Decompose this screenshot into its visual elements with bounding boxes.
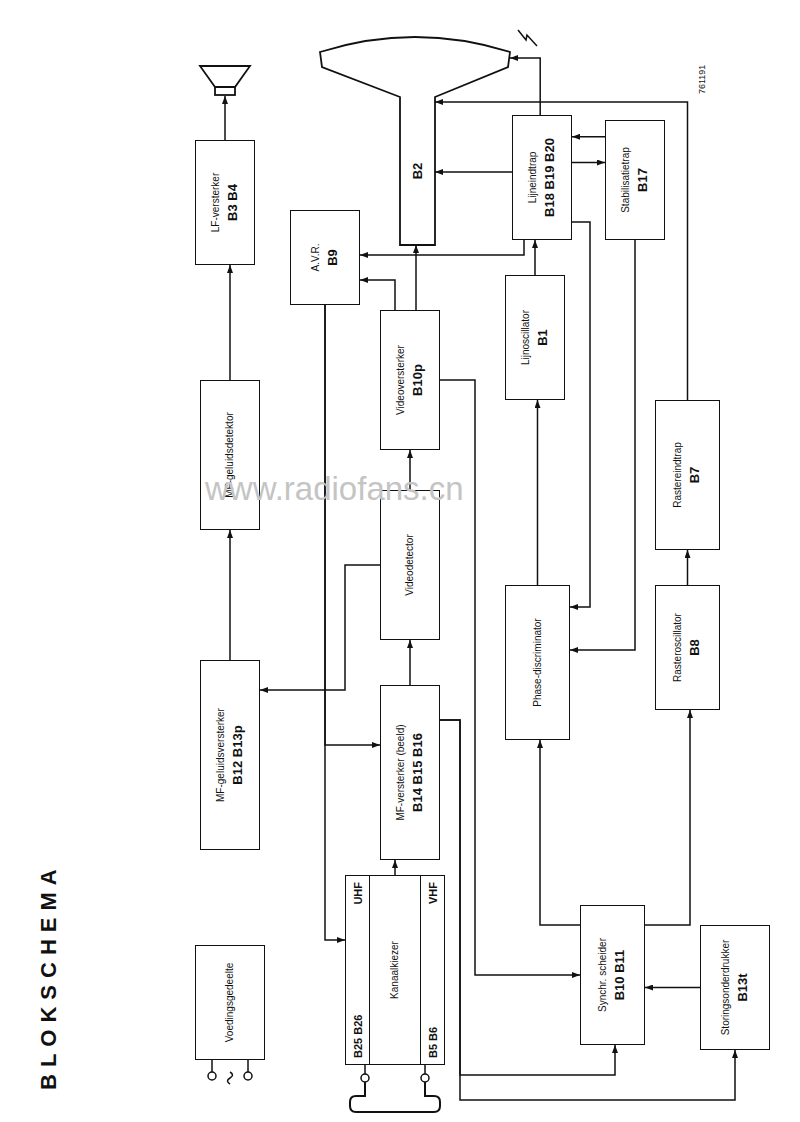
signal-connector bbox=[229, 530, 231, 660]
tube-numbers: B18 B19 B20 bbox=[542, 138, 558, 217]
antenna-leads bbox=[365, 1065, 425, 1074]
signal-connector bbox=[540, 740, 580, 925]
block-name: Lijnoscillator bbox=[520, 310, 532, 365]
signal-connector bbox=[409, 640, 411, 685]
process-box: LF-versterkerB3 B4 bbox=[195, 140, 255, 265]
antenna-dipole bbox=[350, 1082, 440, 1112]
block-name: B25 B26 bbox=[352, 1015, 364, 1058]
signal-connector bbox=[325, 305, 380, 745]
tube-numbers: B7 bbox=[687, 467, 703, 484]
ac-symbol bbox=[228, 1072, 233, 1084]
signal-connector bbox=[572, 162, 605, 164]
block-name: Rastereindtrap bbox=[672, 442, 684, 508]
watermark: www.radiofans.cn bbox=[205, 470, 464, 508]
mains-terminal bbox=[208, 1072, 216, 1080]
block-name: Phase-discriminator bbox=[532, 618, 544, 706]
block-name: B2 bbox=[410, 163, 425, 180]
process-box: Phase-discriminator bbox=[505, 585, 570, 740]
process-box: RasteroscillatorB8 bbox=[655, 585, 720, 710]
block-name: LF-versterker bbox=[210, 173, 222, 232]
signal-connector bbox=[360, 280, 395, 310]
picture-tube-neck: B2 bbox=[400, 97, 435, 245]
block-name: B5 B6 bbox=[427, 1027, 439, 1058]
signal-connector bbox=[645, 710, 690, 925]
tuner-box: KanaalkiezerB25 B26 UHF B5 B6 VHF bbox=[345, 875, 445, 1065]
process-box: A.V.R.B9 bbox=[290, 210, 360, 305]
signal-connector bbox=[572, 136, 605, 138]
diagram-title: BLOKSCHEMA bbox=[36, 862, 62, 1090]
antenna-terminal bbox=[361, 1074, 369, 1082]
tube-numbers: B10 B11 bbox=[612, 950, 628, 1001]
block-name: Kanaalkiezer bbox=[389, 941, 401, 999]
tube-numbers: B8 bbox=[687, 639, 703, 656]
antenna-terminal bbox=[421, 1074, 429, 1082]
block-name: Videoversterker bbox=[395, 345, 407, 415]
block-name: MF-geluidsversterker bbox=[215, 708, 227, 802]
block-name: Storingsonderdrukker bbox=[720, 940, 732, 1036]
tube-numbers: B9 bbox=[325, 249, 341, 266]
tube-numbers: B3 B4 bbox=[225, 184, 241, 221]
process-box: RastereindtrapB7 bbox=[655, 400, 720, 550]
process-box: MF-geluidsversterkerB12 B13p bbox=[200, 660, 260, 850]
process-box: VideoversterkerB10p bbox=[380, 310, 440, 450]
signal-connector bbox=[570, 222, 590, 607]
signal-connector bbox=[229, 265, 231, 380]
tube-numbers: B12 B13p bbox=[230, 725, 246, 784]
process-box: MF-geluidsdetektor bbox=[200, 380, 260, 530]
block-name: Rasteroscillator bbox=[672, 613, 684, 682]
block-name: Voedingsgedeelte bbox=[224, 963, 236, 1043]
block-name: Videodetector bbox=[404, 534, 416, 596]
block-name: MF-versterker (beeld) bbox=[395, 724, 407, 820]
tube-numbers: B13t bbox=[735, 973, 751, 1001]
tube-numbers: VHF bbox=[427, 882, 439, 904]
mains-terminal bbox=[244, 1072, 252, 1080]
signal-connector bbox=[645, 987, 700, 989]
signal-connector bbox=[510, 58, 540, 115]
hv-lightning-symbol bbox=[518, 30, 537, 46]
signal-connector bbox=[440, 380, 580, 975]
process-box: Synchr. scheiderB10 B11 bbox=[580, 905, 645, 1045]
process-box: MF-versterker (beeld)B14 B15 B16 bbox=[380, 685, 440, 860]
signal-connector bbox=[435, 102, 688, 400]
signal-connector bbox=[537, 400, 539, 585]
drawing-number: 761191 bbox=[697, 65, 707, 94]
tube-numbers: UHF bbox=[352, 882, 364, 905]
tube-numbers: B17 bbox=[635, 168, 651, 192]
tube-numbers: B1 bbox=[535, 329, 551, 346]
speaker-cone bbox=[200, 66, 250, 87]
signal-connector bbox=[325, 305, 345, 940]
signal-connector bbox=[394, 860, 396, 875]
process-box: LijneindtrapB18 B19 B20 bbox=[512, 115, 572, 240]
signal-connector bbox=[435, 171, 512, 173]
process-box: StabilisatietrapB17 bbox=[605, 120, 665, 240]
mains-leads bbox=[212, 1060, 248, 1072]
block-name: Lijneindtrap bbox=[527, 152, 539, 204]
uhf-band: B25 B26 UHF bbox=[346, 876, 370, 1064]
block-name: Synchr. scheider bbox=[597, 938, 609, 1012]
speaker-magnet bbox=[215, 87, 235, 95]
speaker-wire bbox=[224, 96, 226, 140]
block-name: A.V.R. bbox=[310, 244, 322, 272]
vhf-band: B5 B6 VHF bbox=[420, 876, 444, 1064]
signal-connector bbox=[260, 565, 380, 690]
block-name: Stabilisatietrap bbox=[620, 147, 632, 213]
tube-numbers: B10p bbox=[410, 364, 426, 396]
power-supply-box: Voedingsgedeelte bbox=[195, 945, 265, 1060]
signal-connector bbox=[534, 240, 536, 275]
tube-numbers: B14 B15 B16 bbox=[410, 733, 426, 812]
process-box: LijnoscillatorB1 bbox=[505, 275, 565, 400]
process-box: StoringsonderdrukkerB13t bbox=[700, 925, 770, 1050]
process-box: Videodetector bbox=[380, 490, 440, 640]
signal-connector bbox=[687, 550, 689, 585]
signal-connector bbox=[360, 240, 524, 255]
signal-connector bbox=[570, 240, 635, 650]
